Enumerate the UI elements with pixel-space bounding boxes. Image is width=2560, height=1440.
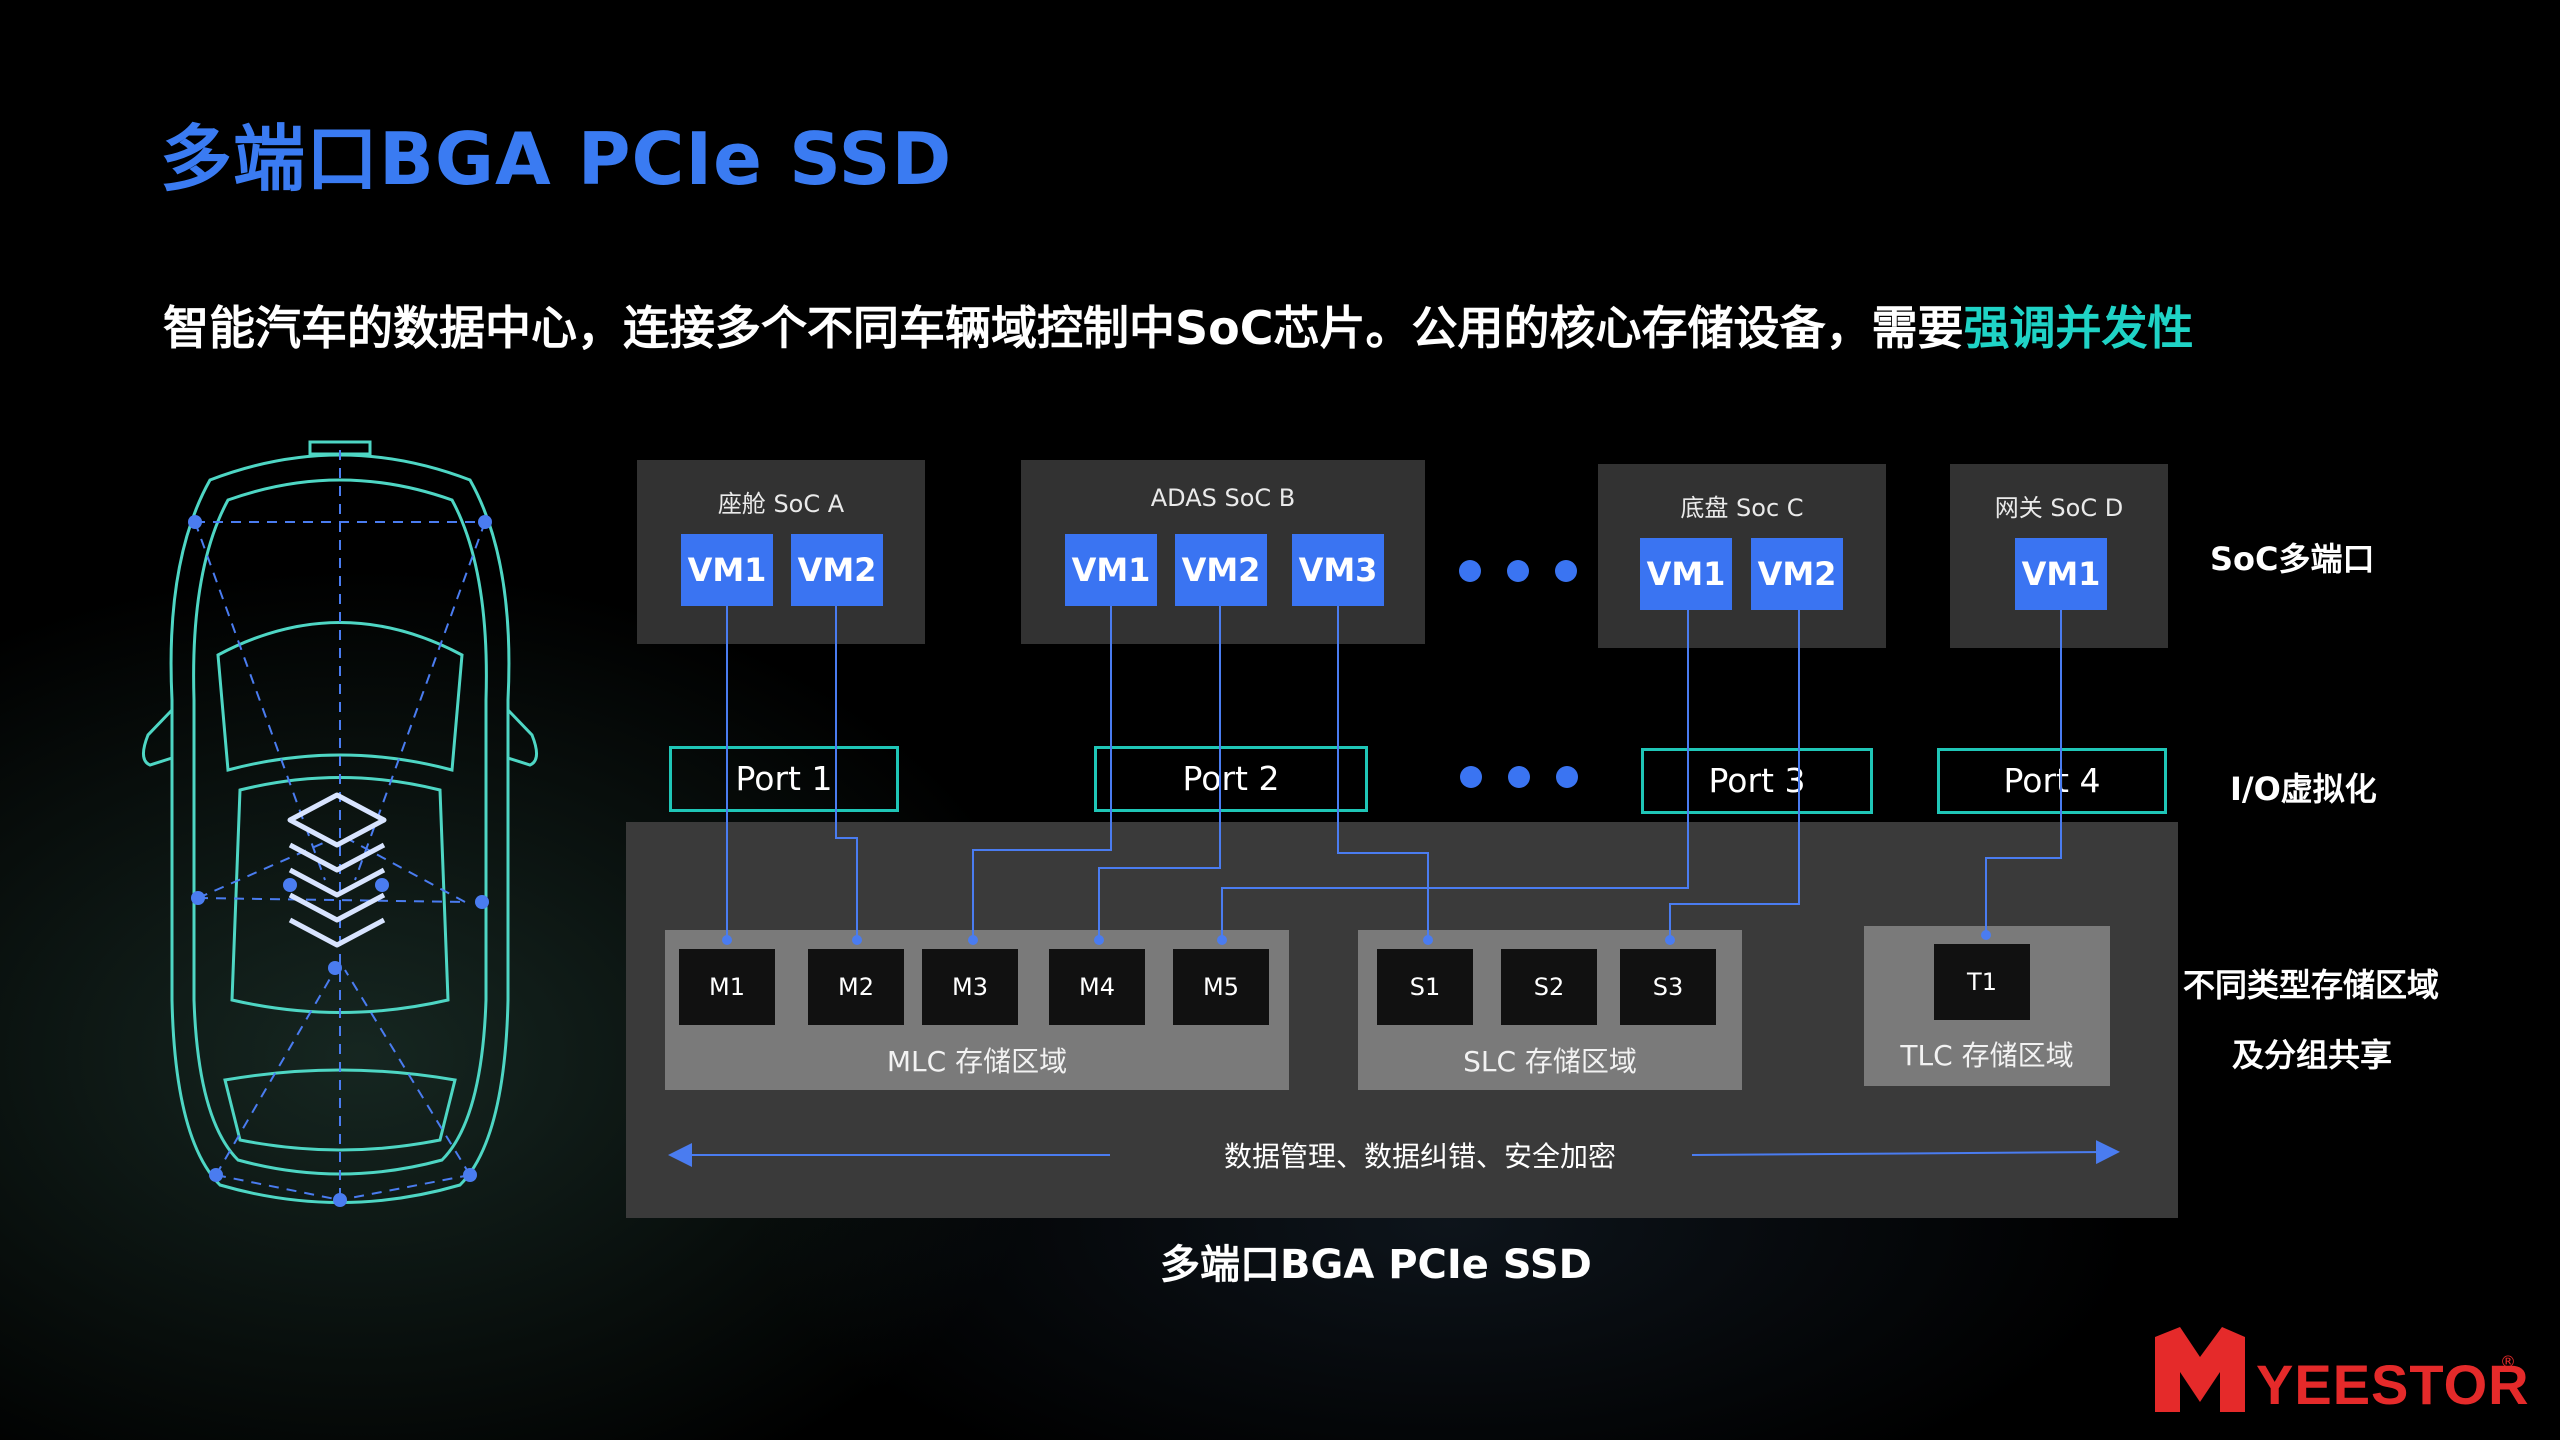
soc-ellipsis-dots — [1459, 560, 1603, 586]
block-s2: S2 — [1501, 949, 1597, 1025]
soc-a-vm2: VM2 — [791, 534, 883, 606]
block-m3: M3 — [922, 949, 1018, 1025]
port-2: Port 2 — [1094, 746, 1368, 812]
subtitle-main: 智能汽车的数据中心，连接多个不同车辆域控制中SoC芯片。公用的核心存储设备，需要 — [163, 301, 1964, 355]
label-soc-multiport: SoC多端口 — [2210, 540, 2375, 578]
car-topview-icon — [142, 440, 538, 1207]
label-io-virtualization: I/O虚拟化 — [2230, 770, 2377, 808]
soc-c-vm1: VM1 — [1640, 538, 1732, 610]
soc-d-box: 网关 SoC D VM1 — [1950, 464, 2168, 648]
block-m5: M5 — [1173, 949, 1269, 1025]
soc-a-box: 座舱 SoC A VM1 VM2 — [637, 460, 925, 644]
port-ellipsis-dots — [1460, 766, 1604, 792]
soc-b-box: ADAS SoC B VM1 VM2 VM3 — [1021, 460, 1425, 644]
management-text: 数据管理、数据纠错、安全加密 — [1223, 1140, 1616, 1173]
subtitle: 智能汽车的数据中心，连接多个不同车辆域控制中SoC芯片。公用的核心存储设备，需要… — [163, 292, 2194, 358]
block-t1: T1 — [1934, 944, 2030, 1020]
logo-registered-mark: ® — [2500, 1352, 2516, 1371]
soc-a-vm1: VM1 — [681, 534, 773, 606]
soc-c-box: 底盘 Soc C VM1 VM2 — [1598, 464, 1886, 648]
ssd-caption: 多端口BGA PCIe SSD — [1160, 1242, 1592, 1288]
port-4: Port 4 — [1937, 748, 2167, 814]
block-m4: M4 — [1049, 949, 1145, 1025]
soc-c-vm2: VM2 — [1751, 538, 1843, 610]
zone-mlc-label: MLC 存储区域 — [886, 1045, 1068, 1078]
label-storage-zones-line2: 及分组共享 — [2232, 1036, 2393, 1074]
yeestor-logo-icon — [2155, 1327, 2245, 1412]
page-title: 多端口BGA PCIe SSD — [160, 117, 953, 201]
label-storage-zones-line1: 不同类型存储区域 — [2183, 966, 2440, 1004]
port-1: Port 1 — [669, 746, 899, 812]
soc-b-label: ADAS SoC B — [1150, 484, 1296, 512]
block-s3: S3 — [1620, 949, 1716, 1025]
block-m1: M1 — [679, 949, 775, 1025]
block-s1: S1 — [1377, 949, 1473, 1025]
zone-slc-label: SLC 存储区域 — [1463, 1045, 1637, 1078]
soc-b-vm2: VM2 — [1175, 534, 1267, 606]
soc-d-vm1: VM1 — [2015, 538, 2107, 610]
zone-tlc-label: TLC 存储区域 — [1900, 1039, 2074, 1072]
soc-b-vm1: VM1 — [1065, 534, 1157, 606]
logo-text: YEESTOR — [2256, 1353, 2530, 1416]
port-3: Port 3 — [1641, 748, 1873, 814]
soc-a-label: 座舱 SoC A — [717, 490, 845, 518]
soc-b-vm3: VM3 — [1292, 534, 1384, 606]
subtitle-highlight: 强调并发性 — [1963, 301, 2194, 355]
block-m2: M2 — [808, 949, 904, 1025]
soc-d-label: 网关 SoC D — [1994, 494, 2124, 522]
soc-c-label: 底盘 Soc C — [1680, 494, 1804, 522]
